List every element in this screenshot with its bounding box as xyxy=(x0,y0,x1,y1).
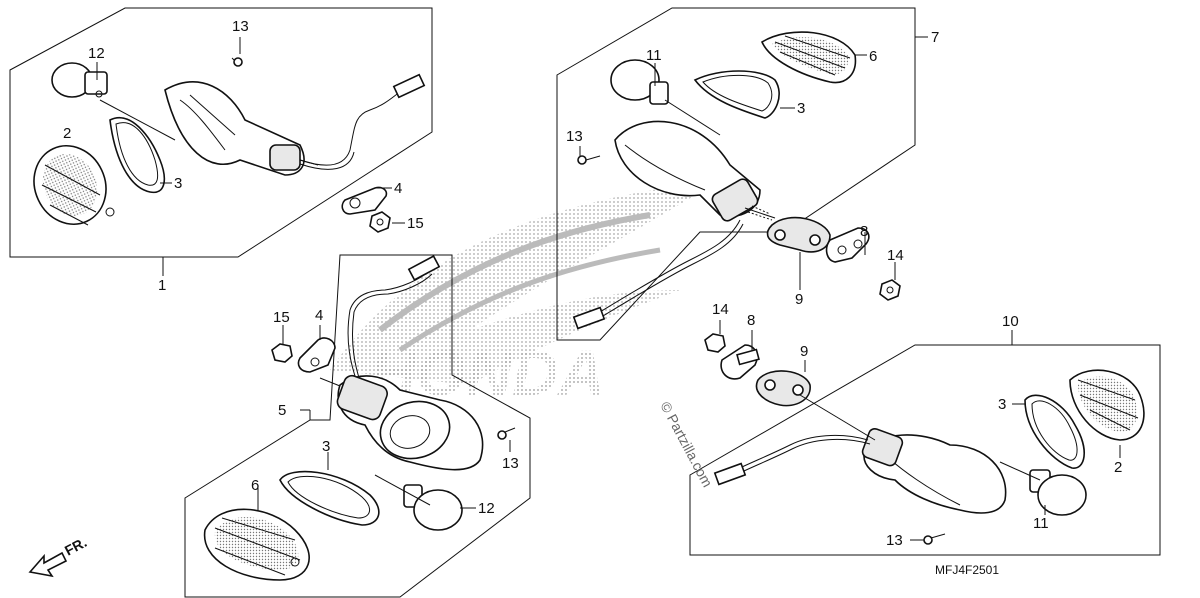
callout-7: 7 xyxy=(931,29,939,46)
callout-15-b: 15 xyxy=(273,309,290,326)
group-box-10 xyxy=(689,344,1161,556)
callout-11-b: 11 xyxy=(1033,515,1049,532)
callout-4-a: 4 xyxy=(394,180,402,197)
callout-13-c: 13 xyxy=(502,455,519,472)
callout-9-a: 9 xyxy=(795,291,803,308)
turn-signal-assembly-front-right xyxy=(33,57,426,233)
partzilla-watermark: © Partzilla.com xyxy=(657,399,715,490)
callout-12-a: 12 xyxy=(88,45,105,62)
callout-5: 5 xyxy=(278,402,286,419)
callout-2-b: 2 xyxy=(1114,459,1122,476)
callout-3-a: 3 xyxy=(174,175,182,192)
callout-14-a: 14 xyxy=(887,247,904,264)
callout-12-b: 12 xyxy=(478,500,495,517)
callout-labels: 1 2 2 3 3 3 3 4 4 5 6 6 7 8 8 9 9 10 11 … xyxy=(63,18,1122,549)
callout-9-b: 9 xyxy=(800,343,808,360)
group-box-5 xyxy=(184,254,531,598)
callout-8-b: 8 xyxy=(747,312,755,329)
callout-4-b: 4 xyxy=(315,307,323,324)
honda-wing-logo: HONDA xyxy=(330,180,720,409)
callout-3-d: 3 xyxy=(998,396,1006,413)
callout-6-a: 6 xyxy=(251,477,259,494)
front-direction-label: FR. xyxy=(62,534,89,559)
callout-8-a: 8 xyxy=(860,223,868,240)
leader-lines xyxy=(96,36,1121,541)
turn-signal-assembly-front-left xyxy=(572,31,901,330)
callout-2-a: 2 xyxy=(63,125,71,142)
group-box-1 xyxy=(9,7,433,258)
front-direction-arrow-icon: FR. xyxy=(28,534,89,578)
callout-13-b: 13 xyxy=(566,128,583,145)
callout-10: 10 xyxy=(1002,313,1019,330)
callout-13-d: 13 xyxy=(886,532,903,549)
callout-3-c: 3 xyxy=(322,438,330,455)
callout-15-a: 15 xyxy=(407,215,424,232)
turn-signal-assembly-rear-right xyxy=(203,255,516,581)
callout-11-a: 11 xyxy=(646,47,662,64)
callout-3-b: 3 xyxy=(797,100,805,117)
callout-6-b: 6 xyxy=(869,48,877,65)
callout-14-b: 14 xyxy=(712,301,729,318)
turn-signal-assembly-rear-left xyxy=(704,333,1145,545)
diagram-code: MFJ4F2501 xyxy=(935,563,999,577)
callout-13-a: 13 xyxy=(232,18,249,35)
callout-1: 1 xyxy=(158,277,166,294)
